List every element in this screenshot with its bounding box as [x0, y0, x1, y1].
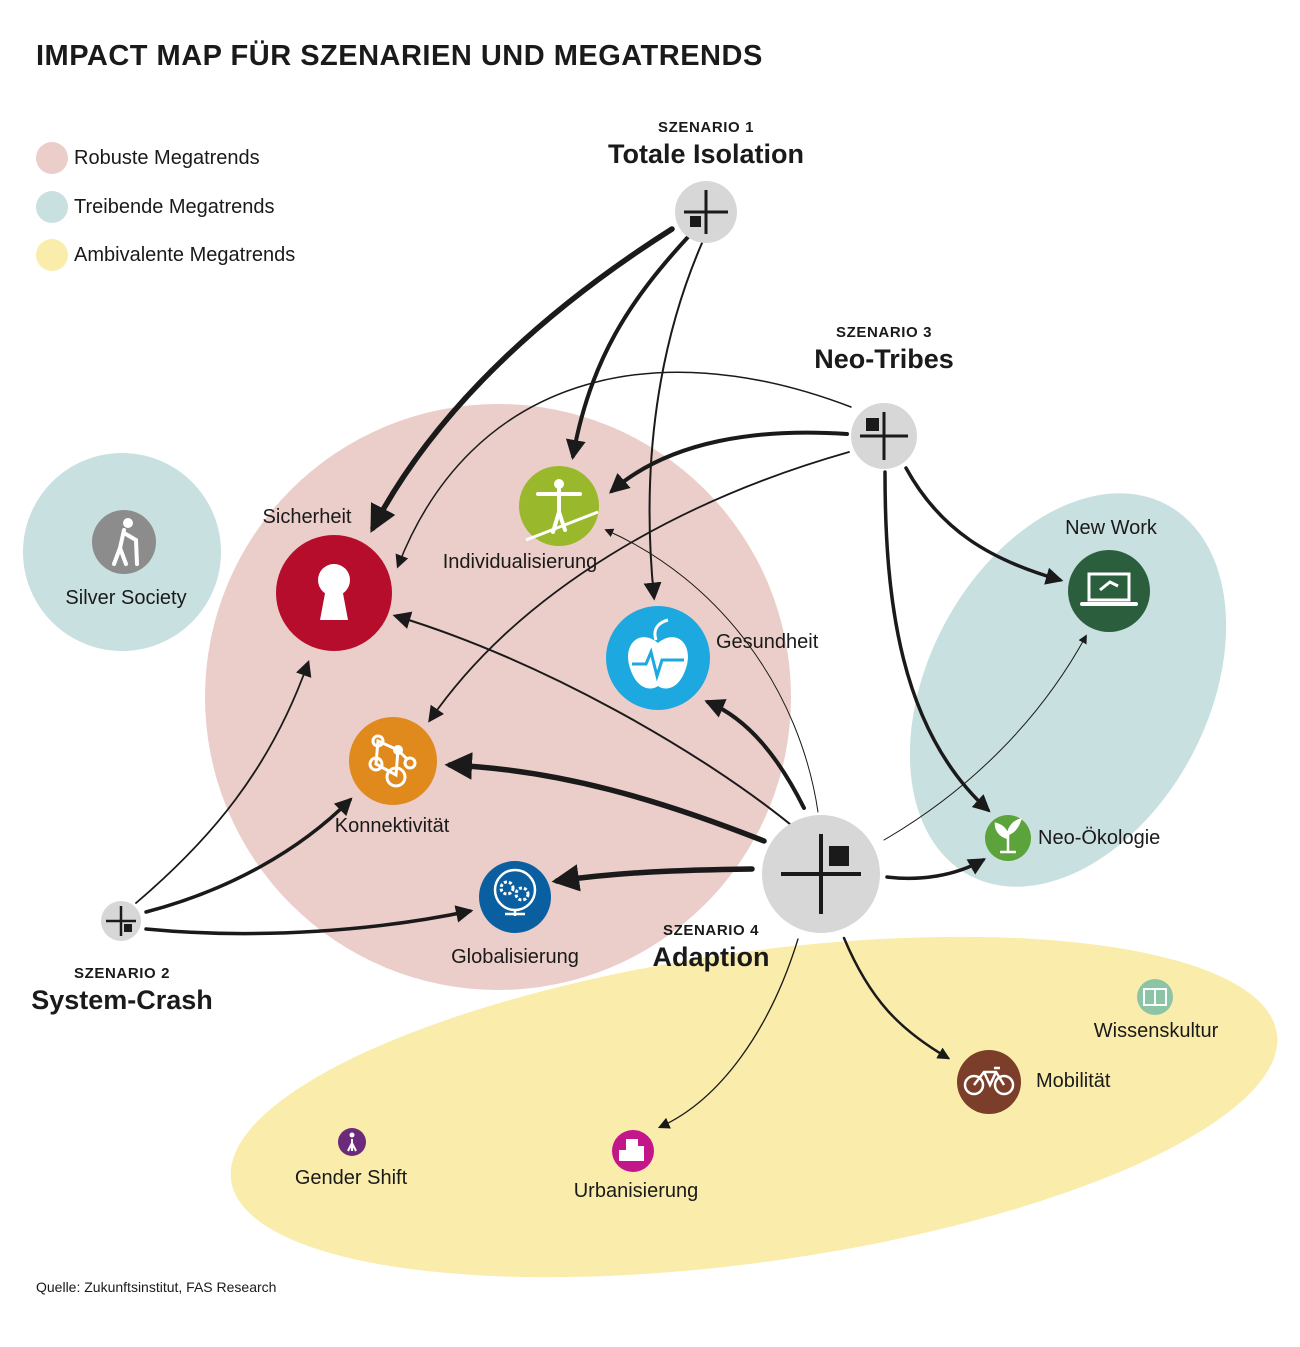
sprout-icon — [985, 815, 1031, 861]
tightrope-walker-icon — [519, 466, 599, 546]
scenario-node-s1 — [675, 181, 737, 243]
legend-item-driving: Treibende Megatrends — [36, 191, 275, 223]
label-sicherheit: Sicherheit — [262, 506, 352, 528]
label-gesundheit: Gesundheit — [716, 631, 819, 653]
source-note: Quelle: Zukunftsinstitut, FAS Research — [36, 1279, 277, 1295]
link-s4-urbanisierung — [657, 938, 799, 1129]
bicycle-icon — [957, 1050, 1021, 1114]
legend-swatch-driving — [36, 191, 68, 223]
scenario-4-name: Adaption — [652, 942, 770, 972]
person-icon — [338, 1128, 366, 1156]
legend-label-driving: Treibende Megatrends — [74, 195, 275, 218]
link-s4-individualisierung — [604, 528, 819, 813]
label-urbanisierung: Urbanisierung — [573, 1180, 699, 1202]
label-neo-oekologie: Neo-Ökologie — [1038, 827, 1161, 849]
network-nodes-icon — [349, 717, 437, 805]
label-gender-shift: Gender Shift — [294, 1167, 408, 1189]
link-s4-neo-oekologie — [885, 858, 987, 881]
scenario-node-s2 — [101, 901, 141, 941]
label-mobilitaet: Mobilität — [1036, 1070, 1111, 1092]
link-s1-sicherheit — [370, 226, 675, 533]
apple-heartbeat-icon — [606, 606, 710, 710]
page-title: IMPACT MAP FÜR SZENARIEN UND MEGATRENDS — [36, 40, 763, 72]
legend-label-robust: Robuste Megatrends — [74, 146, 260, 169]
link-s3-new-work — [904, 466, 1064, 585]
scenario-node-s4 — [762, 815, 880, 933]
silver-society-icon — [92, 510, 156, 574]
link-s4-gesundheit — [704, 699, 806, 810]
book-icon — [1137, 979, 1173, 1015]
legend-item-robust: Robuste Megatrends — [36, 142, 260, 174]
label-konnektivitaet: Konnektivität — [334, 815, 450, 837]
keyhole-icon — [276, 535, 392, 651]
scenario-node-s3 — [851, 403, 917, 469]
link-s1-gesundheit — [643, 242, 703, 601]
scenario-1-code: SZENARIO 1 — [657, 119, 755, 136]
link-s2-konnektivitaet — [144, 797, 353, 914]
legend-swatch-ambivalent — [36, 239, 68, 271]
link-s3-neo-oekologie — [883, 470, 991, 813]
scenario-3-code: SZENARIO 3 — [835, 324, 933, 341]
link-s4-new-work — [883, 634, 1087, 841]
link-s3-konnektivitaet — [428, 451, 850, 723]
buildings-icon — [612, 1130, 654, 1172]
label-individualisierung: Individualisierung — [442, 551, 598, 573]
link-s4-konnektivitaet — [444, 752, 767, 844]
legend-label-ambivalent: Ambivalente Megatrends — [74, 243, 296, 266]
scenario-1-name: Totale Isolation — [607, 139, 805, 169]
link-s2-sicherheit — [135, 659, 312, 904]
link-s4-globalisierung — [551, 864, 755, 892]
link-s3-individualisierung — [608, 430, 849, 494]
link-s2-globalisierung — [144, 905, 474, 936]
label-new-work: New Work — [1065, 517, 1157, 539]
label-globalisierung: Globalisierung — [451, 946, 579, 968]
legend-swatch-robust — [36, 142, 68, 174]
scenario-2-code: SZENARIO 2 — [73, 965, 171, 982]
link-s4-sicherheit — [392, 611, 797, 830]
label-wissenskultur: Wissenskultur — [1093, 1020, 1219, 1042]
globe-gears-icon — [479, 861, 551, 933]
scenario-3-name: Neo-Tribes — [814, 344, 954, 374]
scenario-4-code: SZENARIO 4 — [662, 922, 760, 939]
legend-item-ambivalent: Ambivalente Megatrends — [36, 239, 295, 271]
laptop-icon — [1068, 550, 1150, 632]
scenario-2-name: System-Crash — [31, 985, 213, 1015]
link-s4-mobilitaet — [842, 936, 951, 1060]
impact-links — [135, 226, 1087, 1129]
link-s1-individualisierung — [565, 235, 690, 460]
label-silver-society: Silver Society — [65, 587, 187, 609]
ambivalent-area — [230, 936, 1278, 1278]
link-s3-sicherheit — [395, 371, 852, 569]
